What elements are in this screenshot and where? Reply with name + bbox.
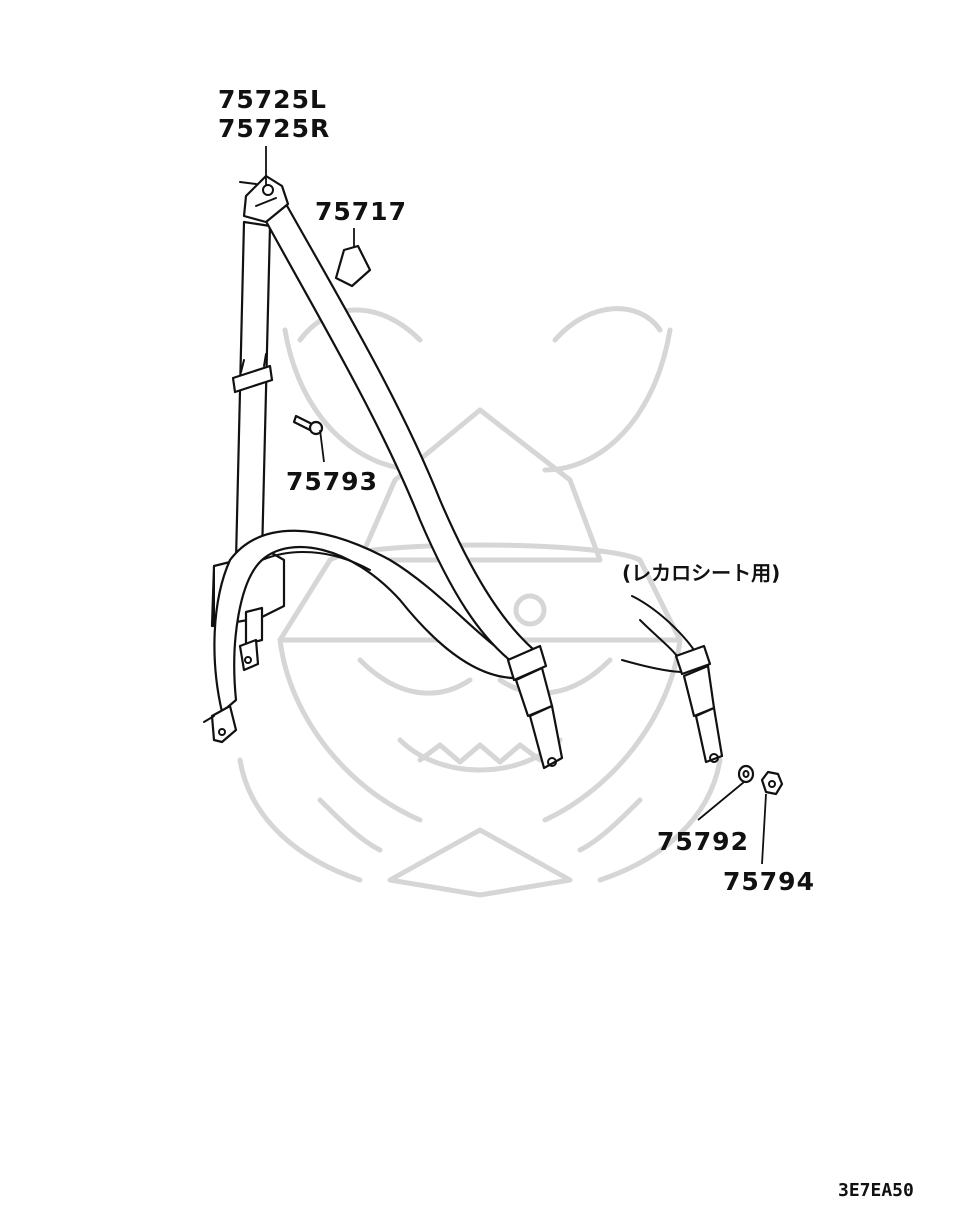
- washer-part: [737, 764, 755, 784]
- label-75792: 75792: [657, 827, 749, 856]
- recaro-note: (レカロシート用): [622, 561, 780, 585]
- recaro-variant-belt: [621, 595, 724, 764]
- label-75794: 75794: [723, 867, 815, 896]
- buckle-stalk: [506, 644, 564, 770]
- retractor-strap: [231, 220, 274, 562]
- label-75725l: 75725L: [218, 85, 327, 114]
- diagram-code: 3E7EA50: [838, 1180, 914, 1201]
- cover-part: [334, 244, 372, 288]
- label-75717: 75717: [315, 197, 407, 226]
- bolt-part: [292, 414, 324, 436]
- label-75725r: 75725R: [218, 114, 330, 143]
- leader-lines: [265, 146, 767, 865]
- lap-belt: [213, 529, 530, 714]
- nut-part: [760, 770, 784, 796]
- label-75793: 75793: [286, 467, 378, 496]
- lap-anchor: [203, 704, 238, 744]
